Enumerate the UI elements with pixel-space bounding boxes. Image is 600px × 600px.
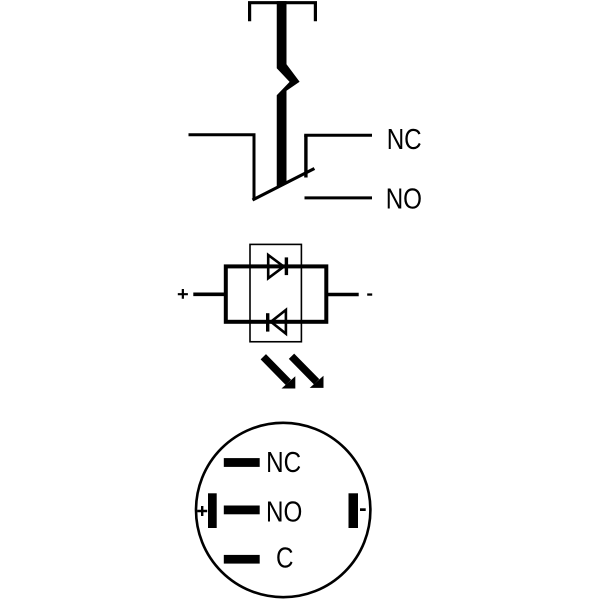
svg-text:NC: NC: [387, 123, 422, 155]
svg-text:NO: NO: [386, 183, 422, 215]
svg-text:C: C: [276, 542, 293, 574]
svg-text:NC: NC: [266, 446, 301, 478]
svg-text:NO: NO: [266, 495, 302, 527]
